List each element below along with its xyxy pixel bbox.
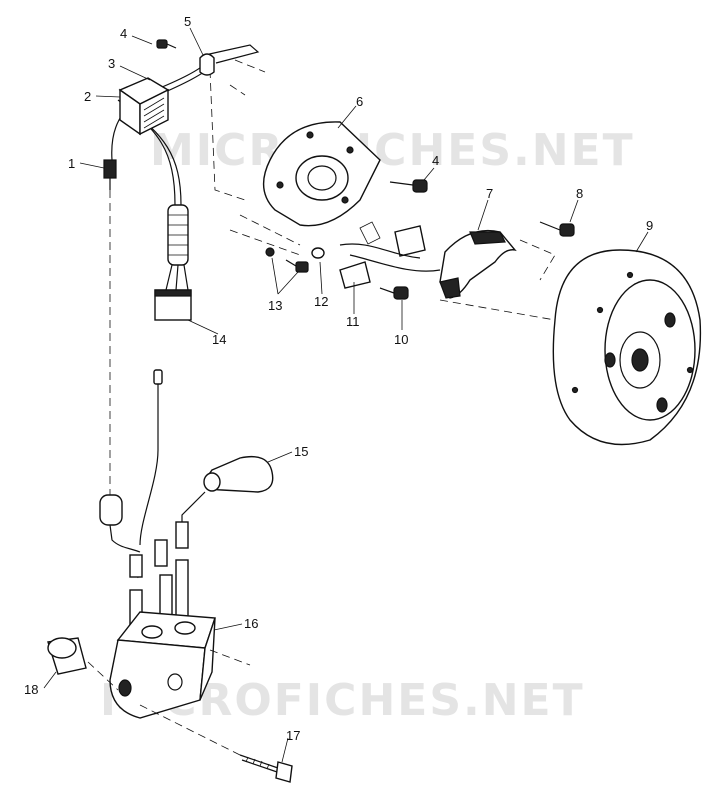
label-13: 13 — [268, 298, 282, 313]
pickup-part-11 — [339, 221, 441, 289]
label-4-right: 4 — [432, 153, 439, 168]
label-15: 15 — [294, 444, 308, 459]
rubber-mount-part-18 — [47, 637, 119, 691]
flywheel-part-9 — [439, 249, 702, 446]
label-12: 12 — [314, 294, 328, 309]
label-10: 10 — [394, 332, 408, 347]
regulator-part-2 — [118, 77, 170, 136]
label-3: 3 — [108, 56, 115, 71]
label-17: 17 — [286, 728, 300, 743]
screw-part-4-top — [156, 39, 177, 49]
label-1: 1 — [68, 156, 75, 171]
coil-bracket-part-7 — [439, 229, 517, 299]
spacer-part-12 — [311, 247, 325, 259]
label-16: 16 — [244, 616, 258, 631]
part-labels: 1 2 3 4 5 6 4 7 8 9 10 11 12 13 14 15 16… — [24, 14, 653, 743]
bolt-part-17 — [139, 704, 293, 783]
label-6: 6 — [356, 94, 363, 109]
label-5: 5 — [184, 14, 191, 29]
ignition-coil-part-16 — [109, 611, 251, 719]
spark-plug-cap-part-15 — [175, 455, 274, 549]
screw-part-10 — [379, 286, 409, 300]
watermark-top: MICROFICHES.NET — [150, 125, 635, 176]
label-9: 9 — [646, 218, 653, 233]
label-4-top: 4 — [120, 26, 127, 41]
screw-part-8 — [519, 221, 575, 281]
label-11: 11 — [346, 314, 360, 329]
label-7: 7 — [486, 186, 493, 201]
clip-part-5 — [199, 53, 215, 76]
stator-plate-part-6 — [229, 121, 381, 256]
ignition-wires — [99, 369, 163, 579]
connector-part-14 — [154, 204, 192, 321]
label-14: 14 — [212, 332, 226, 347]
label-18: 18 — [24, 682, 38, 697]
screw-part-13 — [265, 247, 309, 273]
label-2: 2 — [84, 89, 91, 104]
leader-lines — [43, 27, 649, 763]
screw-part-4-right — [389, 179, 428, 193]
connector-part-1 — [103, 159, 117, 500]
label-8: 8 — [576, 186, 583, 201]
